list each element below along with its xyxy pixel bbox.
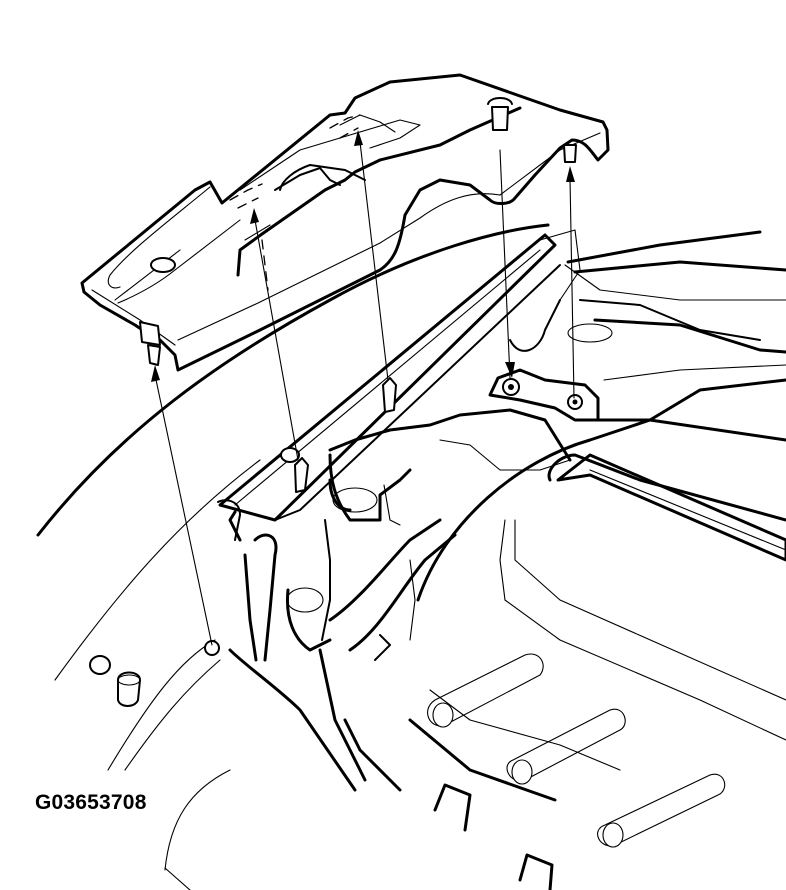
intake-runner-2	[506, 708, 626, 782]
rail-clip-1	[294, 457, 309, 493]
mounting-bracket	[488, 368, 600, 422]
cowl-cover	[80, 73, 610, 372]
cowl-rail	[218, 233, 557, 522]
center-left-clip-arrow	[254, 219, 299, 461]
hidden-clip-2	[329, 114, 361, 129]
cover-front-clip	[139, 321, 161, 346]
cover-right-clip	[563, 144, 577, 163]
callout-arrows	[151, 130, 575, 646]
cover-bolt	[491, 106, 509, 131]
cover-nub	[150, 257, 176, 273]
fender-bump-2	[117, 671, 141, 707]
left-clip-arrow	[154, 374, 213, 646]
hidden-clip-1	[229, 183, 263, 201]
left-mount-point	[204, 640, 220, 656]
engine-cover	[408, 418, 786, 890]
fender-bump-1	[89, 655, 111, 675]
rail-clip-2	[382, 377, 397, 413]
right-clip-arrow	[569, 177, 575, 399]
center-clip-arrow	[359, 141, 389, 381]
intake-runner-3	[597, 773, 726, 847]
figure-id-label: G03653708	[35, 791, 147, 814]
fender-lower-line	[107, 639, 216, 771]
intake-runner-1	[427, 653, 544, 727]
fender-inner-line	[54, 459, 261, 681]
fender-edge-line	[36, 223, 550, 537]
engine-components	[228, 408, 572, 792]
bolt-arrow	[499, 149, 511, 379]
